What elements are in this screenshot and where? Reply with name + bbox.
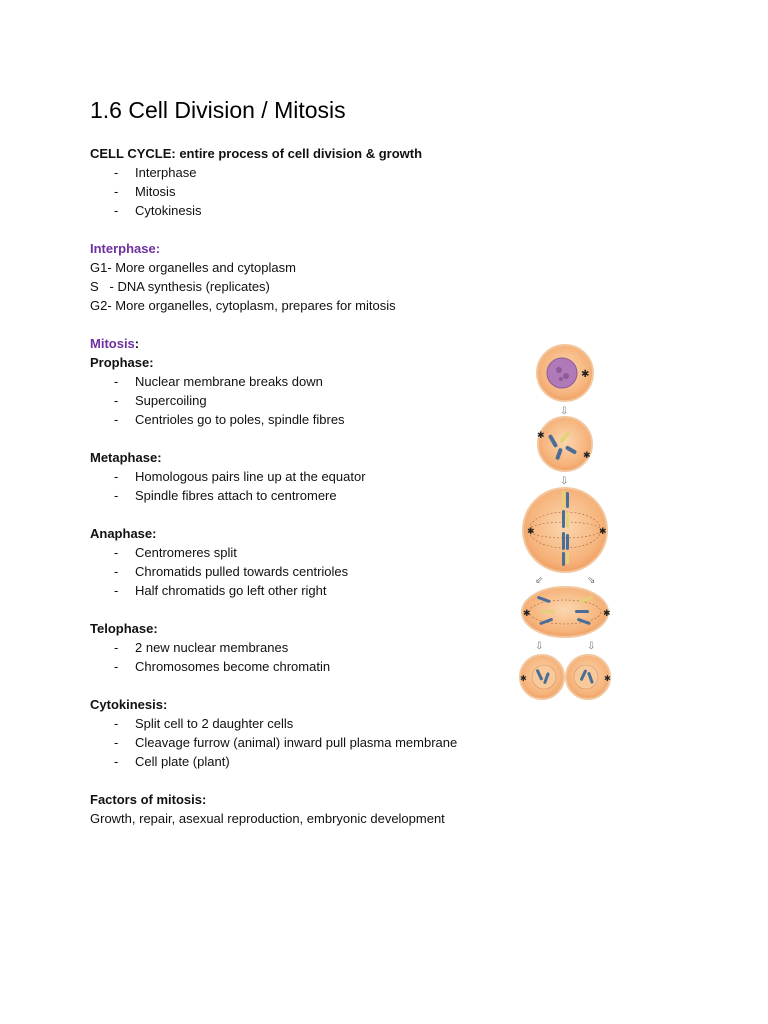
interphase-heading: Interphase: [90,241,161,256]
metaphase-heading: Metaphase: [90,450,162,465]
svg-text:✱: ✱ [537,431,545,441]
diagonal-arrow-icon: ⇘ [587,575,595,586]
list-item: -Supercoiling [114,393,207,408]
list-item: -Homologous pairs line up at the equator [114,469,366,484]
svg-text:✱: ✱ [523,609,531,619]
list-item: -Chromatids pulled towards centrioles [114,564,349,579]
prometaphase-cell-image: ✱ ✱ [537,416,593,472]
prophase-cell-image: ✱ [536,344,594,402]
metaphase-cell-image: ✱ ✱ [522,487,608,573]
interphase-line: G2- More organelles, cytoplasm, prepares… [90,298,396,313]
svg-text:✱: ✱ [520,674,527,683]
svg-text:✱: ✱ [599,527,607,537]
anaphase-heading: Anaphase: [90,526,157,541]
factors-text: Growth, repair, asexual reproduction, em… [90,811,445,826]
list-item: -2 new nuclear membranes [114,640,289,655]
list-item: -Cell plate (plant) [114,754,230,769]
cell-cycle-heading: CELL CYCLE: entire process of cell divis… [90,146,423,161]
list-item: -Cytokinesis [114,203,202,218]
list-item: -Chromosomes become chromatin [114,659,331,674]
list-item: -Centromeres split [114,545,237,560]
list-item: -Half chromatids go left other right [114,583,327,598]
down-arrow-icon: ⇩ [560,476,568,487]
svg-text:✱: ✱ [581,369,589,380]
anaphase-cell-image: ✱ ✱ [521,586,611,638]
prophase-heading: Prophase: [90,355,154,370]
document-body: CELL CYCLE: entire process of cell divis… [90,144,510,828]
down-arrow-icon: ⇩ [587,641,595,652]
mitosis-stages-figure: ✱ ⇩ ✱ ✱ ⇩ ✱ ✱ ⇙ ⇘ ✱ [519,344,611,700]
list-item: -Centrioles go to poles, spindle fibres [114,412,345,427]
list-item: -Cleavage furrow (animal) inward pull pl… [114,735,458,750]
list-item: -Interphase [114,165,197,180]
telophase-heading: Telophase: [90,621,158,636]
down-arrow-icon: ⇩ [560,406,568,417]
svg-text:✱: ✱ [604,674,611,683]
cytokinesis-heading: Cytokinesis: [90,697,168,712]
factors-heading: Factors of mitosis: [90,792,207,807]
down-arrow-icon: ⇩ [535,641,543,652]
list-item: -Spindle fibres attach to centromere [114,488,337,503]
interphase-line: S - DNA synthesis (replicates) [90,279,270,294]
list-item: -Nuclear membrane breaks down [114,374,323,389]
svg-text:✱: ✱ [583,451,591,461]
list-item: -Split cell to 2 daughter cells [114,716,294,731]
diagonal-arrow-icon: ⇙ [535,575,543,586]
svg-text:✱: ✱ [527,527,535,537]
telophase-cell-image: ✱ ✱ [519,654,611,700]
svg-text:✱: ✱ [603,609,611,619]
page-title: 1.6 Cell Division / Mitosis [90,97,346,123]
mitosis-heading: Mitosis: [90,336,140,351]
interphase-line: G1- More organelles and cytoplasm [90,260,296,275]
list-item: -Mitosis [114,184,176,199]
